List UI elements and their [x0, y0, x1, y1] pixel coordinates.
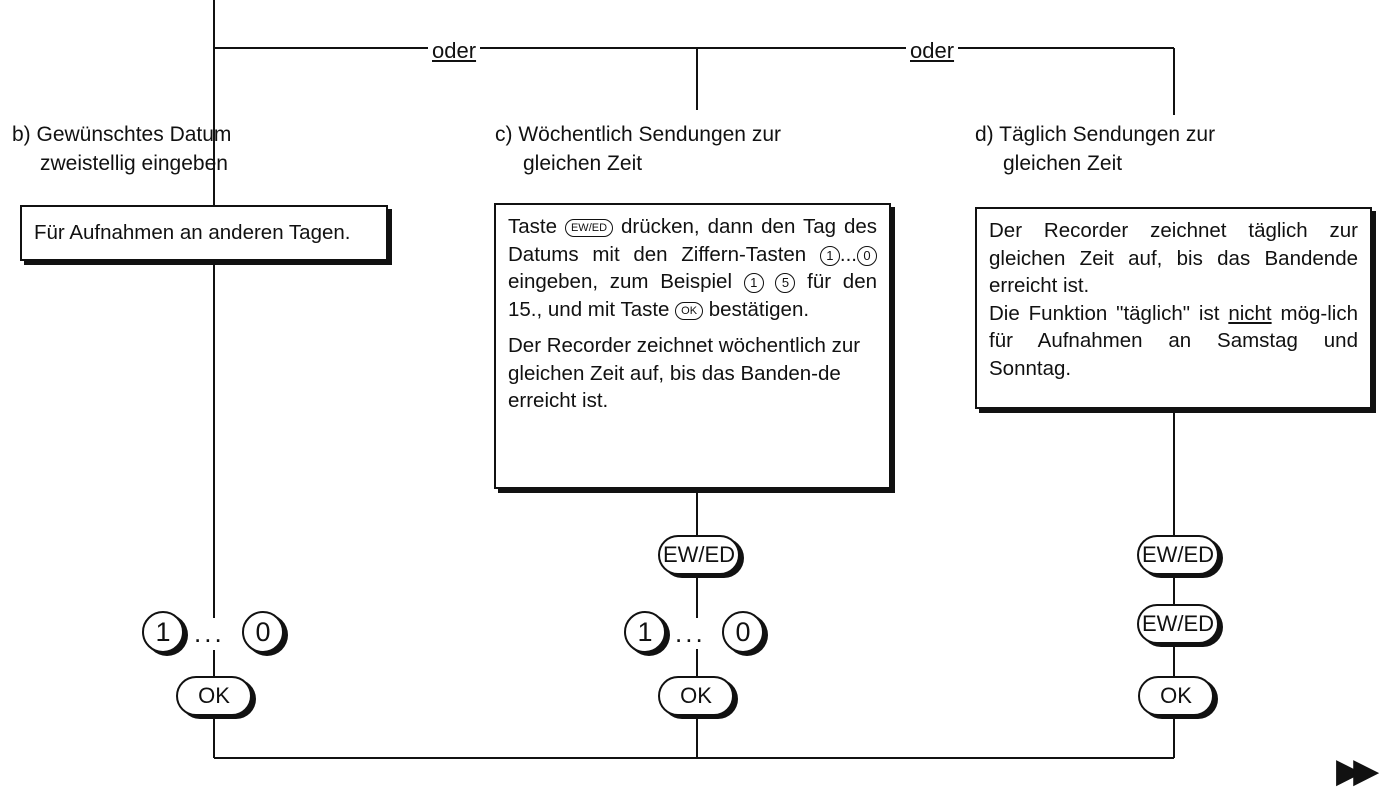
option-d-info-box: Der Recorder zeichnet täglich zur gleich… [975, 207, 1372, 409]
or-connector-left: oder [428, 38, 481, 64]
digit-range-ellipsis-option-b: ... [192, 618, 227, 649]
option-d-heading-line2: gleichen Zeit [1003, 152, 1123, 175]
digit-0-icon: 0 [857, 245, 877, 266]
option-c-instruction-text: Taste EW/ED drücken, dann den Tag des Da… [508, 215, 878, 321]
option-c-heading: c) Wöchentlich Sendungen zur gleichen Ze… [495, 120, 781, 178]
option-b-info-box: Für Aufnahmen an anderen Tagen. [20, 205, 388, 261]
digit-5-icon: 5 [775, 273, 796, 293]
option-c-info-box: Taste EW/ED drücken, dann den Tag des Da… [494, 203, 891, 489]
digit-range-ellipsis-option-c: ... [673, 618, 708, 649]
ok-key-icon: OK [675, 301, 704, 320]
option-d-heading-line1: d) Täglich Sendungen zur [975, 123, 1216, 146]
option-c-heading-line1: c) Wöchentlich Sendungen zur [495, 123, 781, 146]
or-connector-right: oder [906, 38, 959, 64]
ewed-key-option-c[interactable]: EW/ED [658, 535, 740, 575]
digit-key-0-option-b[interactable]: 0 [242, 611, 284, 653]
option-b-heading-line1: b) Gewünschtes Datum [12, 123, 232, 146]
ewed-key-icon: EW/ED [564, 219, 614, 237]
digit-key-1-option-c[interactable]: 1 [624, 611, 666, 653]
ewed-key-option-d-second[interactable]: EW/ED [1137, 604, 1219, 644]
digit-key-1-option-b[interactable]: 1 [142, 611, 184, 653]
digit-1-icon: 1 [743, 273, 764, 293]
digit-1-icon: 1 [819, 245, 840, 266]
ok-key-option-c[interactable]: OK [658, 676, 734, 716]
option-c-result-text: Der Recorder zeichnet wöchentlich zur gl… [508, 334, 861, 412]
digit-key-0-option-c[interactable]: 0 [722, 611, 764, 653]
option-d-heading: d) Täglich Sendungen zur gleichen Zeit [975, 120, 1215, 178]
option-d-result-text: Der Recorder zeichnet täglich zur gleich… [989, 219, 1358, 297]
emphasis-not: nicht [1228, 301, 1272, 325]
option-b-heading-line2: zweistellig eingeben [40, 152, 228, 175]
ok-key-option-b[interactable]: OK [176, 676, 252, 716]
option-d-note-text: Die Funktion "täglich" ist nicht mög-lic… [989, 301, 1358, 380]
ok-key-option-d[interactable]: OK [1138, 676, 1214, 716]
option-b-heading: b) Gewünschtes Datum zweistellig eingebe… [12, 120, 231, 178]
ewed-key-option-d-first[interactable]: EW/ED [1137, 535, 1219, 575]
option-b-info-text: Für Aufnahmen an anderen Tagen. [34, 221, 351, 244]
double-arrow-right-icon: ▶▶ [1336, 752, 1379, 790]
option-c-heading-line2: gleichen Zeit [523, 152, 643, 175]
